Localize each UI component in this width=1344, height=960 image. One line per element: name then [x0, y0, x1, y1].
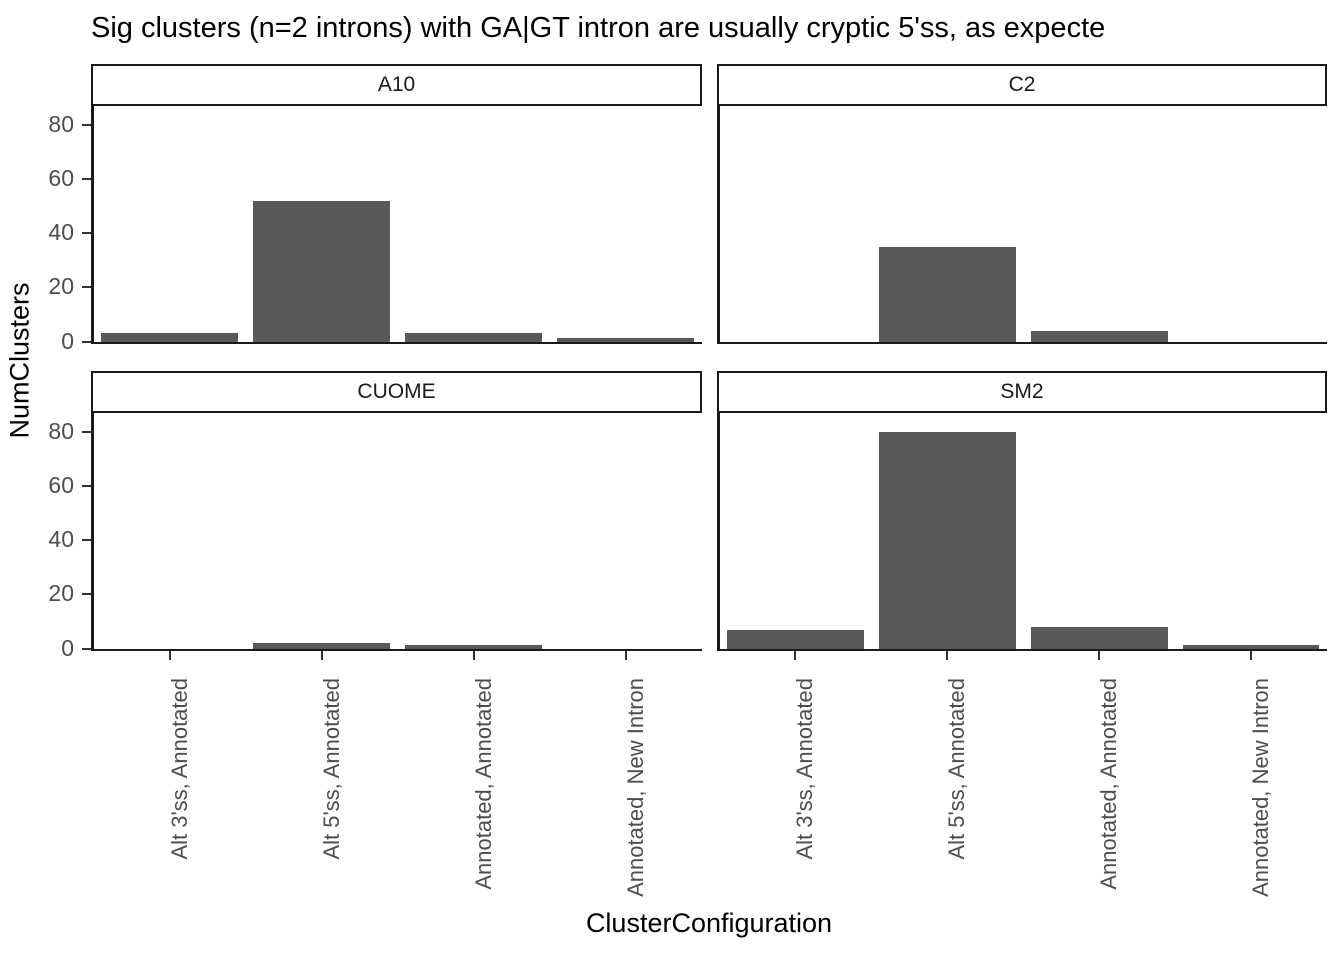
y-axis-tick	[82, 286, 91, 289]
panel-axis-line-x	[717, 648, 1327, 651]
x-axis-tick	[946, 651, 949, 660]
panel-c2	[717, 106, 1327, 344]
y-axis-tick	[82, 593, 91, 596]
y-axis-tick	[82, 485, 91, 488]
panel-cuome	[91, 413, 702, 651]
x-axis-tick-label: Annotated, Annotated	[1096, 678, 1122, 890]
y-axis-title: NumClusters	[0, 0, 40, 720]
facet-strip-label: A10	[377, 73, 416, 96]
facet-strip-label: C2	[1008, 73, 1036, 96]
panel-sm2	[717, 413, 1327, 651]
y-axis-tick	[82, 340, 91, 343]
bar	[101, 333, 238, 342]
facet-strip-c2: C2	[717, 64, 1327, 106]
bar	[557, 337, 695, 342]
bar	[727, 629, 864, 649]
x-axis-tick-label: Alt 3'ss, Annotated	[792, 678, 818, 860]
x-axis-tick-label: Annotated, New Intron	[1248, 678, 1274, 897]
y-axis-tick	[82, 647, 91, 650]
x-axis-tick	[168, 651, 171, 660]
panel-axis-line-x	[91, 648, 702, 651]
y-axis-tick-label: 0	[61, 327, 74, 354]
y-axis-tick-label: 60	[48, 165, 74, 192]
y-axis-tick-label: 40	[48, 526, 74, 553]
y-axis-title-text: NumClusters	[4, 281, 35, 439]
y-axis-tick-label: 80	[48, 110, 74, 137]
x-axis-tick-label: Annotated, New Intron	[622, 678, 648, 897]
y-axis-tick	[82, 232, 91, 235]
panel-axis-line-x	[717, 341, 1327, 344]
facet-strip-label: SM2	[1000, 380, 1044, 403]
panel-axis-line-y	[717, 413, 720, 651]
y-axis-tick-label: 0	[61, 634, 74, 661]
bar	[1030, 626, 1168, 649]
bar	[1030, 330, 1168, 342]
x-axis-tick	[320, 651, 323, 660]
bar	[253, 200, 391, 342]
panel-a10	[91, 106, 702, 344]
y-axis-tick	[82, 430, 91, 433]
x-axis-tick-label: Alt 5'ss, Annotated	[318, 678, 344, 860]
facet-strip-sm2: SM2	[717, 371, 1327, 413]
y-axis-tick	[82, 178, 91, 181]
panel-axis-line-y	[91, 413, 94, 651]
y-axis-tick-label: 60	[48, 472, 74, 499]
x-axis-tick	[1250, 651, 1253, 660]
panel-axis-line-y	[91, 106, 94, 344]
x-axis-tick-label: Alt 3'ss, Annotated	[166, 678, 192, 860]
y-axis-tick-label: 20	[48, 580, 74, 607]
x-axis-tick	[472, 651, 475, 660]
panel-axis-line-x	[91, 341, 702, 344]
bar	[1182, 644, 1320, 649]
bar	[253, 643, 391, 649]
bar	[405, 333, 543, 342]
facet-strip-a10: A10	[91, 64, 702, 106]
panel-axis-line-y	[717, 106, 720, 344]
y-axis-tick	[82, 539, 91, 542]
y-axis-tick-label: 80	[48, 417, 74, 444]
x-axis-tick	[1098, 651, 1101, 660]
y-axis-tick-label: 40	[48, 219, 74, 246]
x-axis-title: ClusterConfiguration	[585, 908, 833, 938]
bar	[405, 644, 543, 649]
facet-strip-cuome: CUOME	[91, 371, 702, 413]
x-axis-tick-label: Annotated, Annotated	[470, 678, 496, 890]
bar	[878, 246, 1016, 342]
y-axis-tick	[82, 123, 91, 126]
y-axis-tick-label: 20	[48, 273, 74, 300]
facet-strip-label: CUOME	[357, 380, 436, 403]
x-axis-tick-label: Alt 5'ss, Annotated	[944, 678, 970, 860]
chart-title: Sig clusters (n=2 introns) with GA|GT in…	[91, 12, 1106, 44]
x-axis-tick	[794, 651, 797, 660]
bar	[878, 431, 1016, 649]
x-axis-tick	[624, 651, 627, 660]
